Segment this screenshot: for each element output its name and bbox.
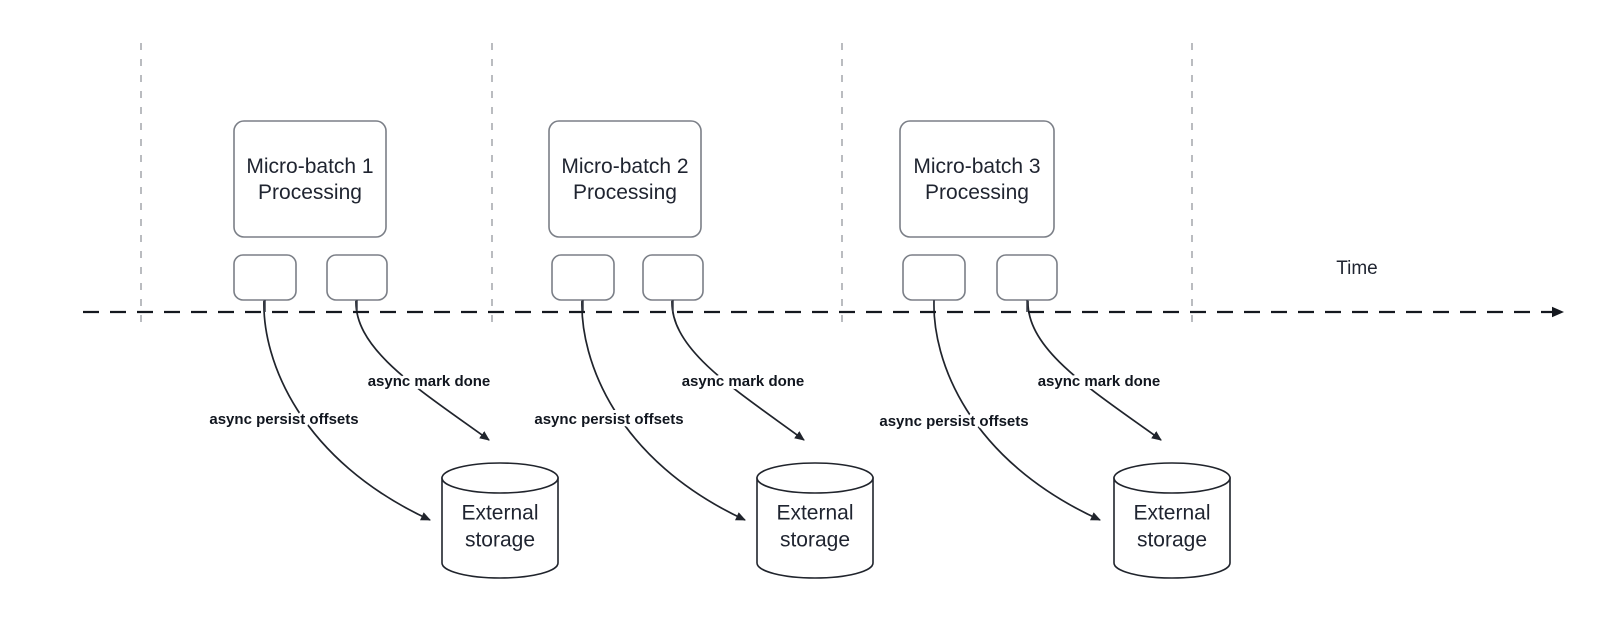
task-box-right[interactable] [326,254,388,301]
storage-cylinder-body [756,477,874,579]
process-box-label-line1: Micro-batch 3 [913,155,1040,178]
async-mark-done-edge-label: async mark done [1038,373,1161,390]
storage-cylinder-body [1113,477,1231,579]
micro-batch-process-box[interactable] [899,120,1055,238]
task-box-left[interactable] [902,254,966,301]
process-box-label-line2: Processing [573,181,677,204]
async-mark-done-edge-label: async mark done [682,373,805,390]
async-mark-done-edge [671,299,805,441]
storage-cylinder-top [1113,462,1231,494]
async-mark-done-edge-label: async mark done [368,373,491,390]
async-persist-offsets-edge [933,299,1101,521]
async-persist-offsets-edge [581,299,746,521]
storage-label-line1: External [461,502,538,525]
storage-label-line1: External [1133,502,1210,525]
storage-label-line1: External [776,502,853,525]
micro-batch-process-box[interactable] [233,120,387,238]
storage-cylinder-top [756,462,874,494]
group-2: External storage Micro-batch 2 Processing [548,120,874,579]
async-persist-offsets-edge [263,299,431,521]
storage-label-line2: storage [1137,529,1207,552]
async-persist-offsets-edge-label: async persist offsets [534,411,683,428]
process-box-label-line1: Micro-batch 1 [246,155,373,178]
async-persist-offsets-edge-label: async persist offsets [879,413,1028,430]
task-box-left[interactable] [551,254,615,301]
task-box-right[interactable] [996,254,1058,301]
storage-label-line2: storage [465,529,535,552]
task-box-left[interactable] [233,254,297,301]
process-box-label-line1: Micro-batch 2 [561,155,688,178]
storage-label-line2: storage [780,529,850,552]
micro-batch-process-box[interactable] [548,120,702,238]
async-mark-done-edge [355,299,490,441]
process-box-label-line2: Processing [258,181,362,204]
storage-cylinder-body [441,477,559,579]
group-3: External storage Micro-batch 3 Processing [899,120,1231,579]
storage-cylinder-top [441,462,559,494]
async-mark-done-edge [1027,299,1162,441]
time-axis-label: Time [1336,258,1378,279]
task-box-right[interactable] [642,254,704,301]
group-1: External storage Micro-batch 1 Processing [233,120,559,579]
process-box-label-line2: Processing [925,181,1029,204]
async-persist-offsets-edge-label: async persist offsets [209,411,358,428]
